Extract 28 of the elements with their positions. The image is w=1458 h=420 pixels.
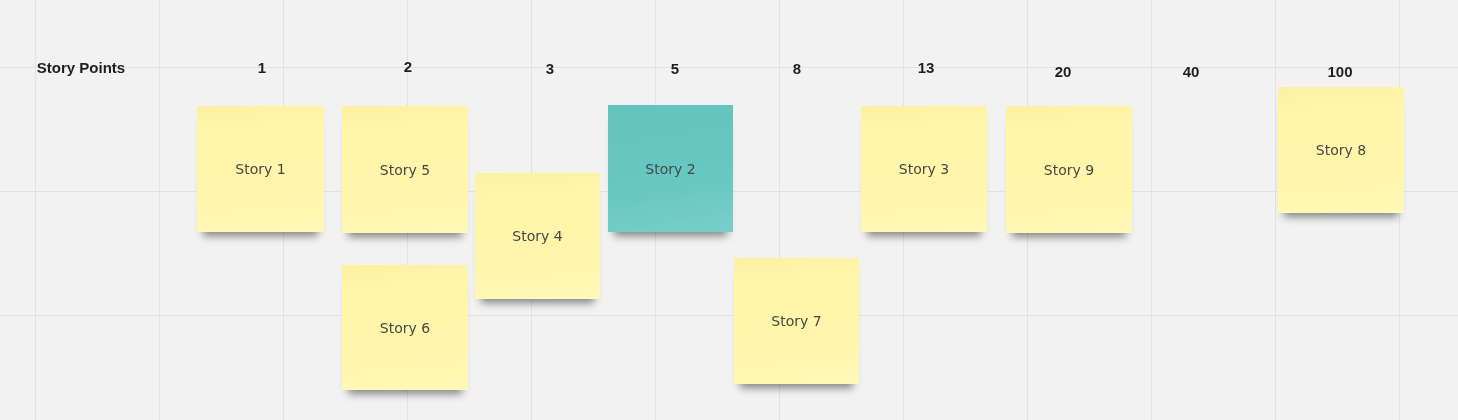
sticky-note	[1006, 106, 1132, 233]
note-text: Story 9	[1043, 161, 1095, 178]
story-point-value: 20	[1054, 62, 1072, 80]
story-point-value: 1	[257, 58, 267, 76]
sticky-note	[734, 258, 859, 384]
note-text: Story 1	[235, 161, 286, 177]
story-point-value: 2	[403, 57, 413, 75]
note-text: Story 7	[771, 313, 822, 329]
note-text: Story 2	[645, 160, 696, 177]
sticky-note	[342, 265, 468, 390]
axis-title: Story Points	[36, 58, 126, 76]
story-point-value: 8	[792, 59, 802, 77]
sticky-note	[608, 105, 733, 232]
note-text: Story 4	[512, 228, 563, 244]
sticky-note	[475, 173, 600, 299]
story-point-value: 5	[670, 59, 680, 77]
sticky-note	[1278, 87, 1404, 213]
story-point-value: 40	[1182, 62, 1200, 80]
sticky-note	[342, 106, 468, 233]
story-point-value: 100	[1327, 62, 1353, 80]
story-point-value: 3	[545, 59, 555, 77]
note-text: Story 8	[1315, 142, 1367, 158]
note-text: Story 5	[379, 161, 431, 178]
sticky-note	[861, 106, 987, 232]
story-point-value: 13	[917, 58, 935, 76]
note-text: Story 6	[379, 319, 431, 336]
note-text: Story 3	[898, 161, 950, 177]
sticky-note	[197, 106, 324, 232]
